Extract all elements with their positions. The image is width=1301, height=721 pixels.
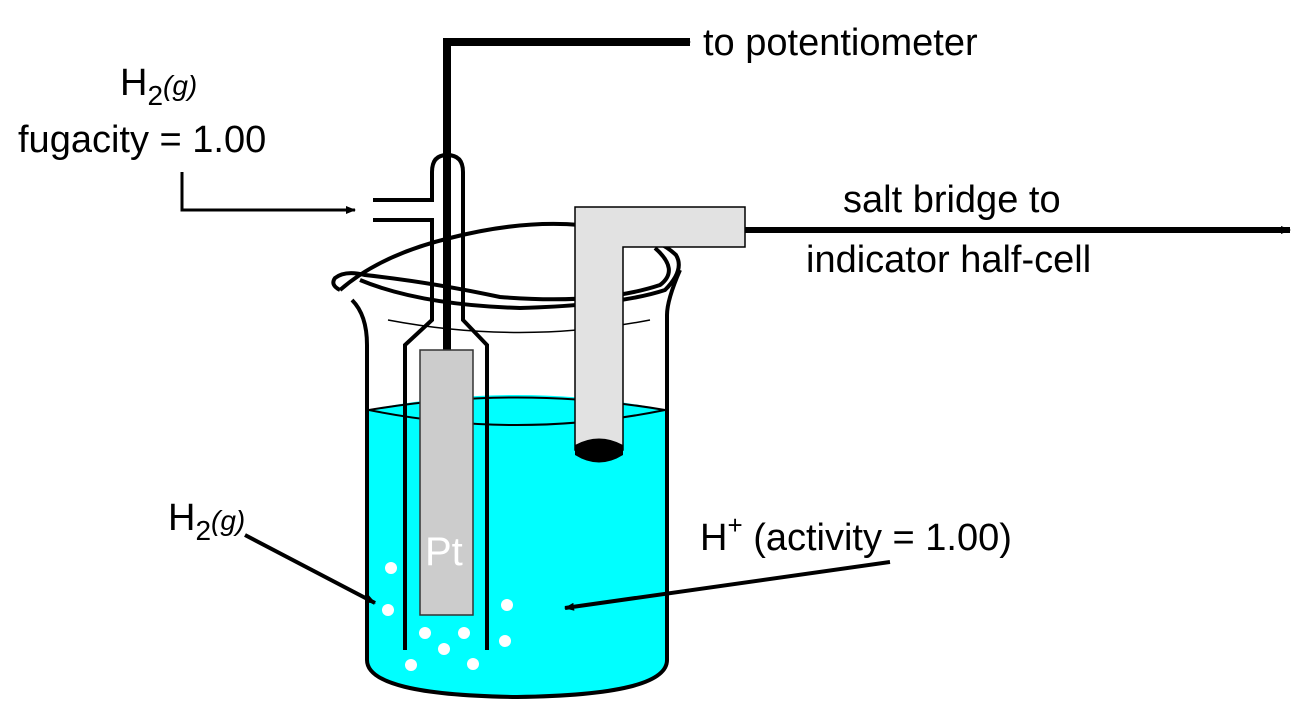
electrode-label: Pt	[425, 530, 463, 574]
h2-bubbles-label: H2(g)	[168, 497, 245, 546]
platinum-electrode	[419, 349, 474, 616]
beaker	[331, 221, 682, 700]
gas-inlet-arrow	[180, 172, 356, 214]
fugacity-label: fugacity = 1.00	[18, 119, 266, 161]
salt-bridge-plug	[575, 438, 623, 463]
wire-to-potentiometer	[443, 38, 641, 352]
solution-pointer-arrow	[564, 560, 891, 611]
to-potentiometer-label: to potentiometer	[703, 22, 978, 64]
salt-bridge-label-2: indicator half-cell	[806, 239, 1091, 281]
hydrogen-bubbles	[382, 562, 513, 671]
h2-gas-label-top: H2(g)	[120, 62, 197, 111]
h-plus-activity-label: H+ (activity = 1.00)	[700, 510, 1012, 559]
salt-bridge-label-1: salt bridge to	[843, 179, 1061, 221]
bubble-pointer-arrow	[244, 533, 376, 605]
salt-bridge	[574, 206, 1291, 463]
